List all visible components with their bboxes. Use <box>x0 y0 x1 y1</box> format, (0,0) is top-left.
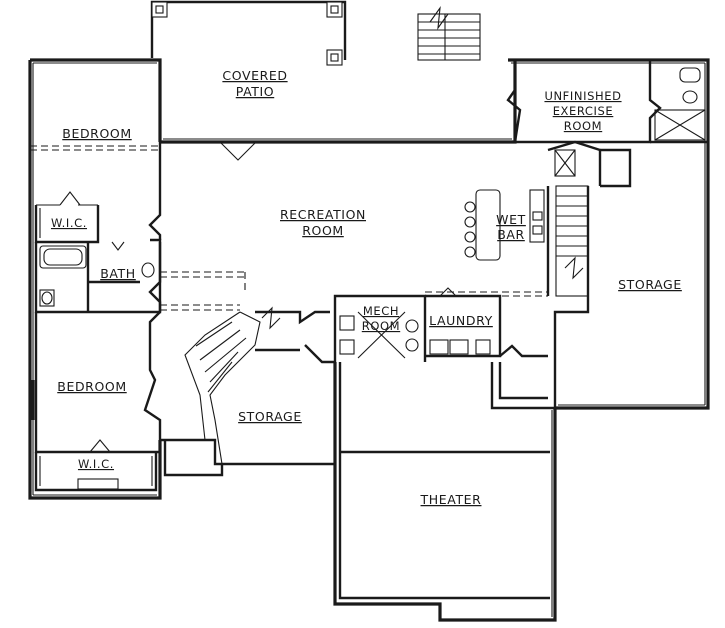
theater-label: THEATER <box>420 492 482 507</box>
covered-patio-area <box>150 0 347 66</box>
mech-room-label-line1: MECH <box>363 304 399 318</box>
mech-room-label-line2: ROOM <box>362 319 400 333</box>
water-heater-icon <box>405 338 419 352</box>
sink-icon <box>682 90 698 104</box>
storage-right-label: STORAGE <box>618 277 682 292</box>
sink-icon <box>141 262 155 278</box>
exterior-hatching <box>32 62 706 617</box>
utility-sink-icon <box>475 339 491 355</box>
bath-area <box>34 238 162 314</box>
washer-icon <box>429 339 449 355</box>
exterior-stairs <box>417 5 481 61</box>
bath-label: BATH <box>100 266 136 281</box>
water-heater-icon <box>405 319 419 333</box>
bedroom-bottom-area <box>31 311 162 492</box>
mech-laundry-area <box>333 287 548 362</box>
room-labels: COVERED PATIO UNFINISHED EXERCISE ROOM B… <box>51 68 682 507</box>
wet-bar-label-line1: WET <box>496 212 526 227</box>
recreation-area <box>184 141 550 465</box>
theater-area <box>338 362 550 600</box>
covered-patio-label-line1: COVERED <box>222 68 287 83</box>
exercise-area <box>506 60 708 144</box>
exercise-room-label-line2: EXERCISE <box>553 104 614 118</box>
storage-bottom-label: STORAGE <box>238 409 302 424</box>
wet-bar-label-line2: BAR <box>497 227 525 242</box>
covered-patio-label-line2: PATIO <box>236 84 274 99</box>
recreation-room-label-line1: RECREATION <box>280 207 366 222</box>
laundry-label: LAUNDRY <box>429 313 493 328</box>
soffit-lines <box>160 271 548 311</box>
toilet-icon <box>679 67 701 83</box>
bedroom-bottom-label: BEDROOM <box>57 379 126 394</box>
exercise-room-label-line3: ROOM <box>564 119 602 133</box>
bedroom-top-area <box>30 142 162 244</box>
bedroom-top-label: BEDROOM <box>62 126 131 141</box>
dryer-icon <box>449 339 469 355</box>
exercise-room-label-line1: UNFINISHED <box>544 89 621 103</box>
wic-top-label: W.I.C. <box>51 216 87 230</box>
wic-bottom-label: W.I.C. <box>78 457 114 471</box>
wet-bar-island <box>475 189 501 261</box>
recreation-room-label-line2: ROOM <box>302 223 344 238</box>
stairs-right <box>547 140 632 408</box>
